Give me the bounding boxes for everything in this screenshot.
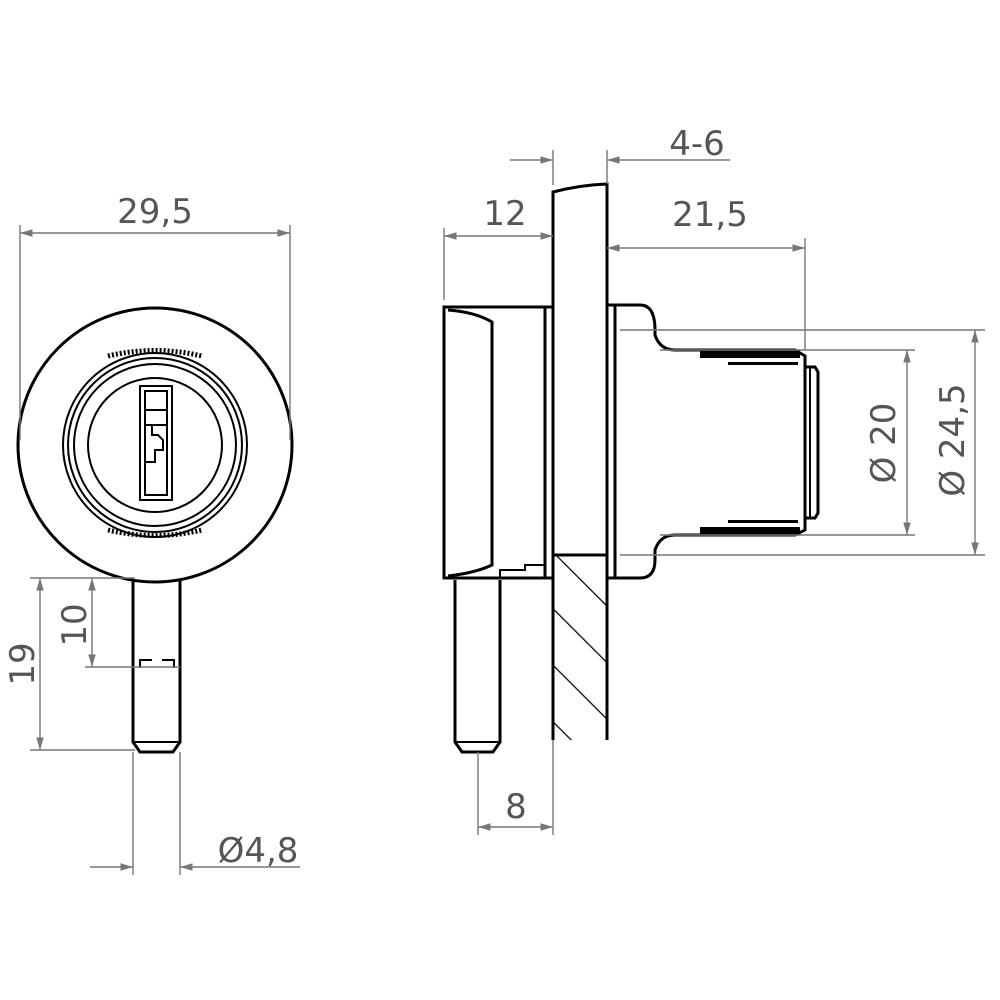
dim-pin-diameter: Ø4,8: [218, 831, 299, 871]
front-view: [16, 306, 294, 754]
cam-pin-front: [131, 580, 182, 754]
dim-pin-offset: 8: [505, 787, 527, 827]
dim-panel-thickness: 4-6: [669, 124, 725, 164]
panel-section-hatch: [553, 555, 607, 740]
dim-pin-flat: 10: [55, 603, 95, 646]
dimension-lines: [19, 150, 985, 875]
outer-bezel-ring: [16, 306, 294, 584]
keyhole-icon: [139, 385, 173, 501]
panel: [551, 182, 609, 740]
dim-body-length: 21,5: [672, 195, 748, 235]
dim-width-front: 29,5: [117, 192, 193, 232]
knurl-bottom: [107, 527, 203, 538]
dim-thread-diameter: Ø 20: [864, 403, 904, 484]
dim-pin-length: 19: [3, 642, 43, 685]
thread-top: [700, 350, 800, 358]
dim-flange-diameter: Ø 24,5: [933, 383, 973, 496]
lock-body: [605, 303, 807, 580]
dimension-labels: 29,5 19 10 Ø4,8 12 4-6 21,5 8 Ø 20 Ø 24,…: [3, 124, 973, 871]
dim-bezel-depth: 12: [483, 194, 526, 234]
cam-pin-side: [453, 580, 502, 754]
side-view: [442, 182, 820, 754]
knurl-top: [107, 348, 203, 359]
end-cap: [805, 365, 820, 520]
thread-bottom: [700, 527, 800, 535]
bezel: [442, 305, 547, 580]
